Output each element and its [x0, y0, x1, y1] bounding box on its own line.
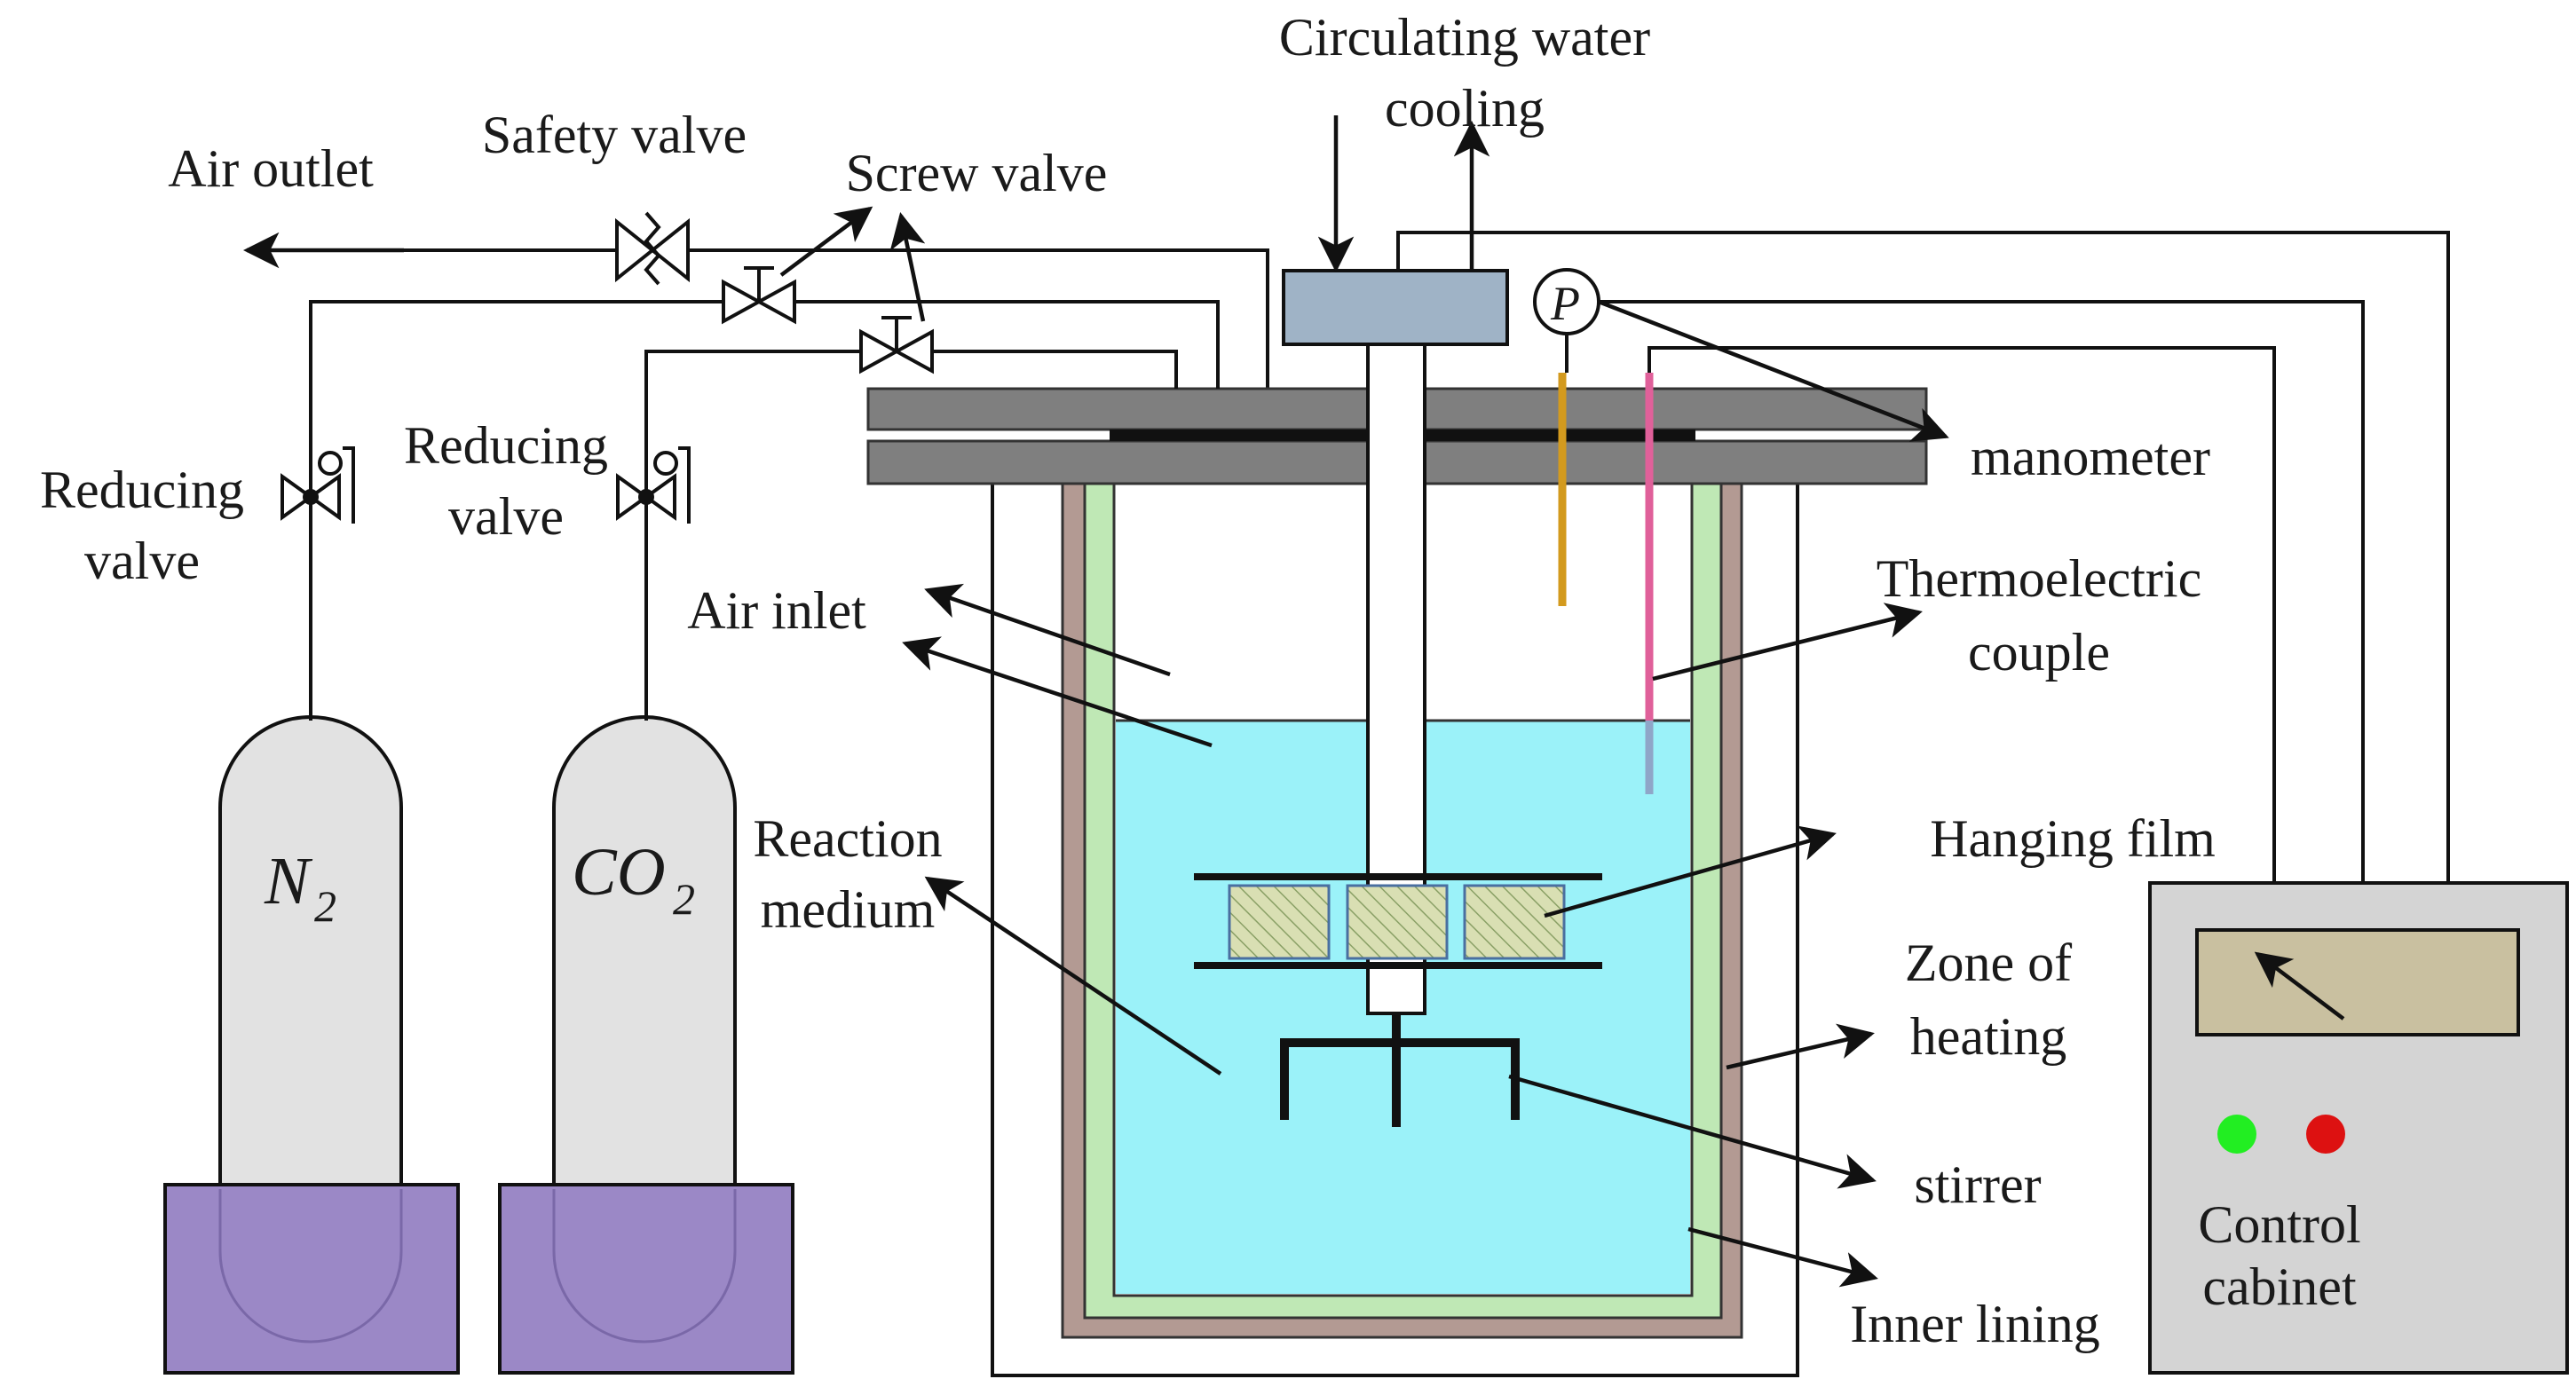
manometer-gauge: P — [1533, 268, 1600, 373]
n2-subscript: 2 — [314, 881, 336, 931]
label-reducing-valve-1a: Reducing — [40, 461, 244, 519]
control-wires — [1396, 231, 2450, 883]
reactor — [866, 269, 1928, 1377]
green-indicator-light — [2217, 1115, 2256, 1154]
n2-cylinder: N 2 — [163, 715, 460, 1375]
label-inner-lining: Inner lining — [1850, 1295, 2100, 1353]
label-cooling: cooling — [1385, 79, 1545, 138]
safety-valve-icon — [615, 211, 690, 286]
manometer-letter: P — [1550, 277, 1580, 330]
label-manometer: manometer — [1971, 428, 2210, 486]
control-label: Control — [2198, 1195, 2360, 1254]
label-screw-valve: Screw valve — [846, 144, 1108, 202]
label-reducing-valve-2a: Reducing — [404, 416, 608, 475]
leader-arrows — [779, 206, 1949, 1288]
label-heating: heating — [1910, 1007, 2067, 1066]
screw-valve-n2-icon — [722, 266, 796, 325]
label-air-inlet: Air inlet — [687, 581, 866, 640]
co2-subscript: 2 — [673, 874, 695, 924]
co2-cylinder: CO 2 — [498, 715, 794, 1375]
label-couple: couple — [1968, 623, 2110, 682]
label-reducing-valve-1b: valve — [84, 532, 200, 590]
label-zone-of: Zone of — [1905, 934, 2072, 992]
red-indicator-light — [2306, 1115, 2345, 1154]
label-safety-valve: Safety valve — [482, 106, 747, 164]
co2-label: CO — [572, 835, 666, 910]
cabinet-display — [2195, 928, 2520, 1036]
reducing-valve-n2-icon — [281, 446, 355, 524]
reducing-valve-co2-icon — [616, 446, 691, 524]
hanging-film — [1194, 873, 1602, 969]
label-stirrer: stirrer — [1914, 1155, 2041, 1214]
screw-valve-co2-icon — [859, 316, 934, 374]
label-thermoelectric: Thermoelectric — [1877, 549, 2201, 608]
labels: Circulating water cooling Safety valve A… — [40, 8, 2216, 1353]
label-hanging-film: Hanging film — [1930, 809, 2216, 868]
label-reaction: Reaction — [753, 809, 942, 868]
n2-label: N — [264, 844, 313, 918]
control-cabinet: Control cabinet — [2148, 881, 2569, 1375]
label-reducing-valve-2b: valve — [448, 487, 564, 546]
cooling-jacket — [1282, 269, 1509, 346]
stirrer-impeller — [1280, 1013, 1520, 1127]
label-medium: medium — [761, 880, 936, 939]
cabinet-label: cabinet — [2202, 1257, 2357, 1316]
label-air-outlet: Air outlet — [168, 139, 374, 198]
label-circulating-water: Circulating water — [1279, 8, 1650, 67]
